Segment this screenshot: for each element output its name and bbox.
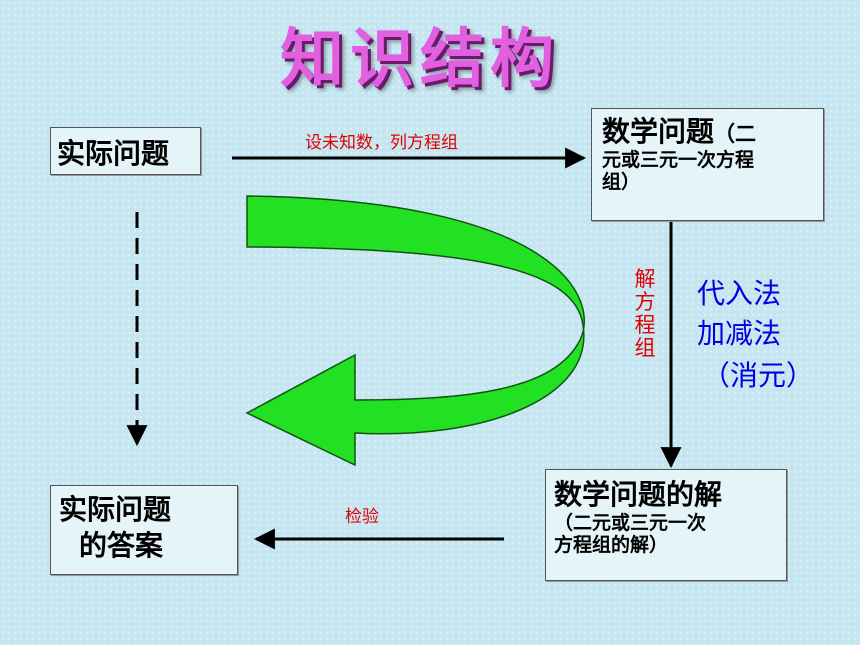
real-answer-line2: 的答案 (79, 529, 164, 563)
green-curved-arrow (245, 195, 586, 467)
math-problem-title: 数学问题 (602, 115, 715, 148)
method-note: （消元） (702, 359, 815, 392)
real-answer-line1: 实际问题 (59, 493, 172, 526)
math-solution-title: 数学问题的解 (554, 478, 723, 511)
math-problem-box: 数学问题（二 元或三元一次方程 组） (591, 108, 824, 221)
method-substitution: 代入法 (697, 277, 782, 310)
solve-char: 程 (634, 313, 656, 338)
math-solution-box: 数学问题的解 （二元或三元一次 方程组的解） (545, 469, 787, 581)
real-problem-text: 实际问题 (57, 137, 170, 170)
solve-char: 组 (634, 336, 656, 361)
solve-char: 方 (634, 290, 656, 315)
set-unknowns-label: 设未知数，列方程组 (305, 133, 458, 153)
math-problem-paren: （二 (714, 122, 757, 146)
math-solution-line3: 方程组的解） (554, 534, 669, 557)
real-answer-box: 实际问题 的答案 (50, 485, 238, 575)
page-title: 知识结构 (280, 23, 560, 97)
math-problem-line2: 元或三元一次方程 (602, 148, 755, 171)
math-solution-line2: （二元或三元一次 (554, 511, 707, 534)
solve-char: 解 (634, 267, 656, 291)
real-problem-box: 实际问题 (50, 127, 201, 175)
check-label: 检验 (345, 507, 379, 527)
method-elimination: 加减法 (697, 317, 782, 350)
solve-label: 解 方 程 组 (630, 267, 660, 361)
math-problem-line3: 组） (602, 171, 641, 194)
